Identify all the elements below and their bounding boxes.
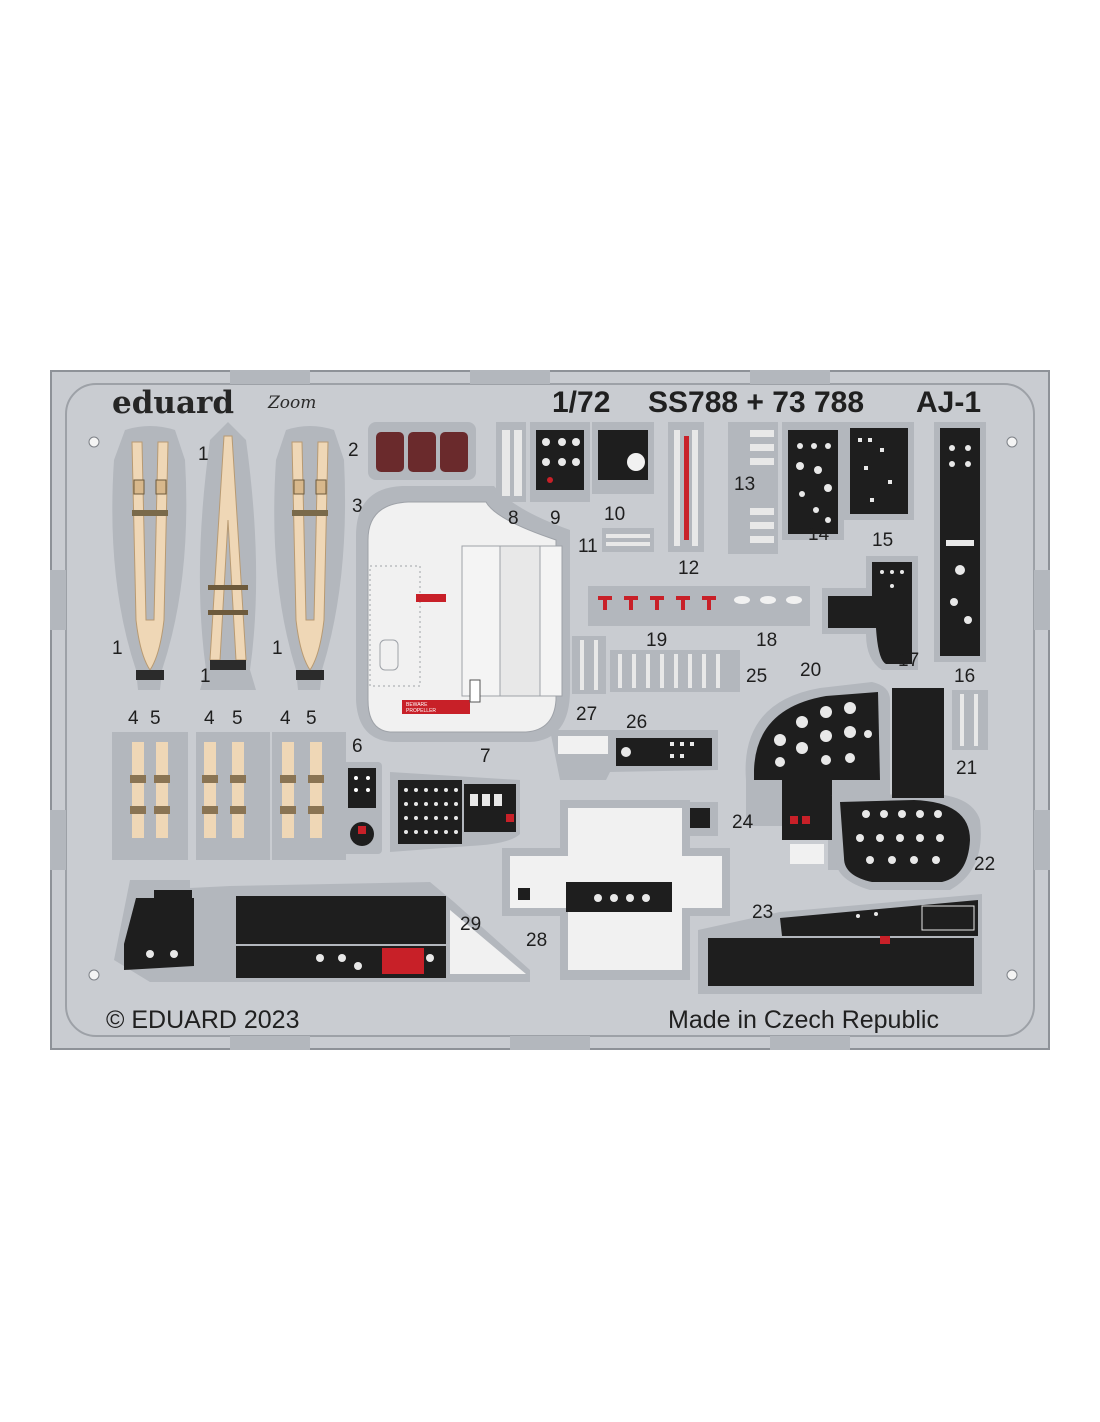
part-label-23: 23 [752,902,773,923]
part-label-6: 6 [352,736,363,757]
part-7-console [390,772,520,852]
part-label-26: 26 [626,712,647,733]
part-label-25: 25 [746,666,767,687]
part-29-console [114,880,530,982]
part-11 [602,528,654,552]
part-label-24: 24 [732,812,754,833]
part-label-9: 9 [550,508,561,529]
part-label-1: 1 [198,444,209,465]
part-label-16: 16 [954,666,975,687]
part-label-13: 13 [734,474,755,495]
part-17-panel [822,556,918,670]
product-code: SS788 + 73 788 [648,386,864,419]
photo-etch-fret: eduard Zoom 1/72 SS788 + 73 788 AJ-1 1 1… [50,370,1050,1050]
part-label-28: 28 [526,930,547,951]
part-19-strip [588,586,728,626]
part-22-panel [830,688,981,890]
part-label-18: 18 [756,630,777,651]
part-label-4: 4 [128,708,139,729]
brand-logo: eduard [112,385,234,421]
part-label-12: 12 [678,558,699,579]
part-label-17: 17 [898,650,919,671]
copyright-text: © EDUARD 2023 [106,1006,300,1034]
mounting-hole [88,436,100,448]
part-2-lights [368,422,476,480]
part-label-10: 10 [604,504,625,525]
part-label-7: 7 [480,746,491,767]
fret-artwork: eduard Zoom 1/72 SS788 + 73 788 AJ-1 1 1… [50,370,1050,1050]
part-label-5: 5 [150,708,161,729]
part-28-panel [502,800,730,980]
part-label-22: 22 [974,854,995,875]
part-label-20: 20 [800,660,821,681]
part-label-4: 4 [280,708,291,729]
part-label-5: 5 [232,708,243,729]
part-label-27: 27 [576,704,597,725]
part-23-console [698,894,982,994]
seatbelt-part-1-center [199,422,257,690]
part-15-panel [844,422,914,520]
lap-belt-group-left [112,732,188,860]
lap-belt-group-center [196,732,270,860]
propeller-placard-line1: BEWARE [406,702,428,708]
part-8 [496,422,526,502]
part-label-1: 1 [200,666,211,687]
seatbelt-part-1-left [112,426,187,690]
part-25-strip [610,650,740,692]
part-label-14: 14 [808,524,830,545]
part-18-strip [728,586,810,626]
part-label-2: 2 [348,440,359,461]
frame-tabs [50,370,1050,1050]
part-9-panel [530,422,590,502]
scale-label: 1/72 [552,386,610,419]
lap-belt-group-right [272,732,346,860]
part-label-5: 5 [306,708,317,729]
seatbelt-part-1-right [274,426,346,690]
zoom-logo: Zoom [267,393,316,413]
part-label-29: 29 [460,914,481,935]
part-27 [572,636,606,694]
part-label-15: 15 [872,530,893,551]
part-6-panel [342,762,382,854]
part-label-8: 8 [508,508,519,529]
mounting-hole [1006,436,1018,448]
part-12-strip [668,422,704,552]
part-3-floor-panel: BEWARE PROPELLER [356,486,570,742]
aircraft-name: AJ-1 [916,386,981,419]
part-label-1: 1 [112,638,123,659]
mounting-hole [1006,969,1018,981]
part-label-19: 19 [646,630,667,651]
part-10-panel [592,422,654,494]
part-14-panel [782,422,844,540]
part-label-21: 21 [956,758,977,779]
part-26-panel [550,730,718,780]
propeller-placard-line2: PROPELLER [406,708,436,714]
part-label-4: 4 [204,708,215,729]
part-label-11: 11 [578,536,598,557]
mounting-hole [88,969,100,981]
origin-text: Made in Czech Republic [668,1006,939,1034]
part-21 [952,690,988,750]
part-16-panel [934,422,986,662]
part-label-3: 3 [352,496,363,517]
part-13 [728,422,778,554]
part-label-1: 1 [272,638,283,659]
